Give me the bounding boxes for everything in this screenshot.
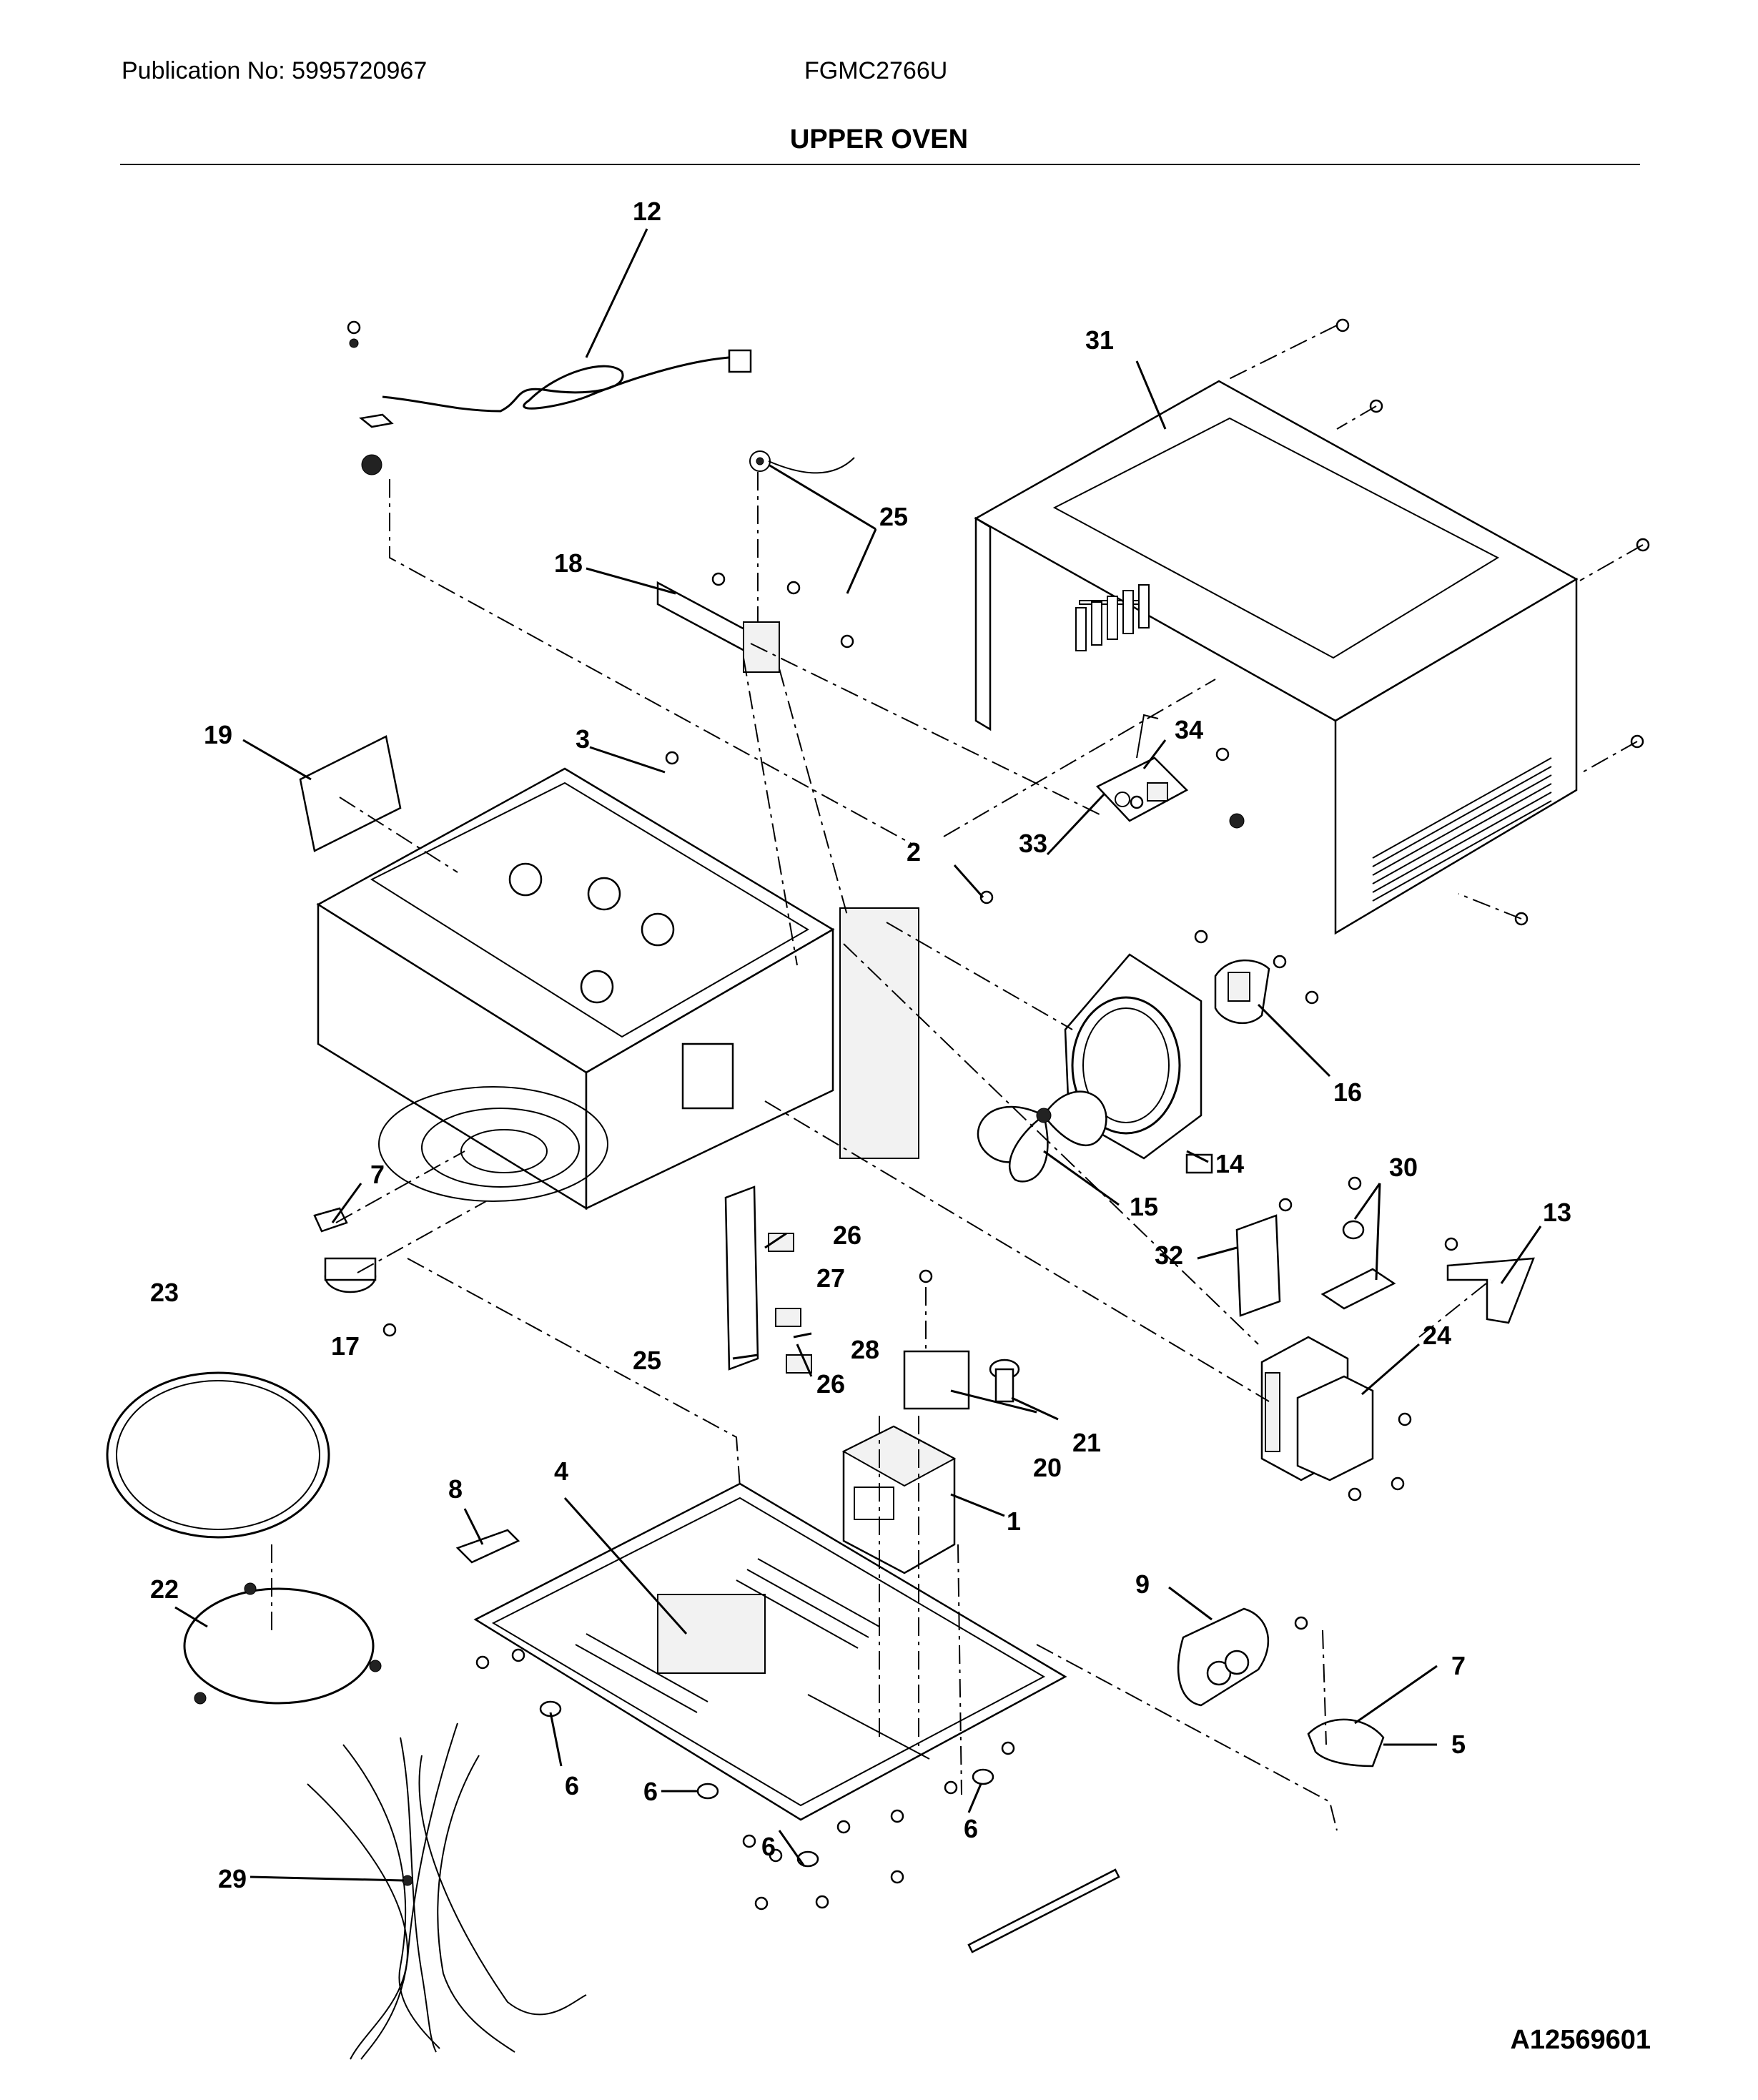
switch-bracket xyxy=(724,1185,812,1374)
callout-27: 27 xyxy=(816,1263,845,1293)
callout-34: 34 xyxy=(1175,715,1203,744)
screws xyxy=(382,318,1650,1911)
control-board xyxy=(1095,714,1245,829)
hv-capacitor xyxy=(1177,1607,1385,1768)
callout-26-lower: 26 xyxy=(816,1369,845,1399)
callout-6-a: 6 xyxy=(565,1771,579,1800)
callout-20: 21 xyxy=(1072,1428,1101,1457)
thermostat-bracket xyxy=(1320,1220,1396,1310)
cavity-hole xyxy=(641,912,675,947)
cabinet-side-vents xyxy=(1372,757,1552,902)
callout-4: 4 xyxy=(554,1456,568,1486)
callout-8: 8 xyxy=(448,1474,463,1504)
part-17-bracket xyxy=(656,450,855,673)
callout-5: 5 xyxy=(1451,1730,1466,1759)
callout-9: 9 xyxy=(1135,1569,1150,1599)
transformer xyxy=(841,1425,957,1574)
callout-15: 16 xyxy=(1333,1078,1362,1107)
callout-28: 28 xyxy=(851,1335,879,1364)
cavity-floor-ring xyxy=(378,1086,608,1202)
assembly-lines xyxy=(271,325,1644,1831)
base-slots xyxy=(575,1558,930,1760)
turntable-motor-mount xyxy=(681,1042,734,1110)
fan-motor xyxy=(1214,959,1270,1025)
callout-29: 29 xyxy=(218,1864,247,1893)
turntable-glass-tray xyxy=(106,1371,330,1539)
cavity-hole xyxy=(580,970,614,1004)
callout-25: 25 xyxy=(633,1346,661,1375)
turntable-motor xyxy=(324,1257,377,1293)
roller-guide xyxy=(183,1587,375,1705)
leader-lines xyxy=(174,228,1542,1882)
part-8-hinge xyxy=(455,1529,520,1564)
callout-6-c: 6 xyxy=(761,1832,776,1861)
publication-number: Publication No: 5995720967 xyxy=(122,57,428,84)
callout-33: 33 xyxy=(1019,829,1047,858)
callout-12: 13 xyxy=(1543,1198,1571,1227)
callout-11: 12 xyxy=(633,197,661,226)
part-18-cover xyxy=(299,735,402,852)
callout-17: 18 xyxy=(554,548,583,578)
callout-22: 23 xyxy=(150,1278,179,1307)
cabinet-back-vents xyxy=(1075,584,1150,651)
callout-2: 2 xyxy=(907,837,921,867)
hv-capacitor-assembly xyxy=(903,1350,1020,1410)
base-strip xyxy=(967,1868,1120,1953)
magnetron xyxy=(1260,1336,1374,1482)
callout-31: 31 xyxy=(1085,325,1114,355)
callout-23: 24 xyxy=(1423,1321,1451,1350)
callout-18: 19 xyxy=(204,720,232,749)
callout-30: 30 xyxy=(1389,1153,1418,1182)
callout-1: 1 xyxy=(1007,1507,1021,1536)
callout-7: 7 xyxy=(1451,1651,1466,1680)
cavity-hole xyxy=(508,862,543,897)
callout-13: 14 xyxy=(1215,1149,1244,1178)
callout-3: 3 xyxy=(576,724,590,754)
base-vent-grid xyxy=(657,1594,766,1674)
cavity-hole xyxy=(587,877,621,911)
callout-19: 20 xyxy=(1033,1453,1062,1482)
part-32-shield xyxy=(1235,1214,1281,1317)
wire-harness xyxy=(307,1722,587,2060)
capacitor-clamp xyxy=(1307,1718,1385,1768)
header-rule xyxy=(120,164,1640,165)
callout-21: 22 xyxy=(150,1574,179,1604)
callout-16: 17 xyxy=(331,1331,360,1361)
callout-26-upper: 26 xyxy=(833,1221,861,1250)
outer-cabinet xyxy=(974,380,1579,935)
base-plate xyxy=(473,1482,1067,1821)
power-plug xyxy=(728,349,752,373)
callout-24: 25 xyxy=(879,502,908,531)
part-12-duct xyxy=(1446,1257,1535,1324)
power-cord xyxy=(347,320,752,475)
oven-cavity xyxy=(316,767,919,1211)
callout-6-b: 6 xyxy=(643,1777,658,1806)
control-side-panel xyxy=(839,907,919,1159)
model-number: FGMC2766U xyxy=(804,57,948,84)
callout-32: 32 xyxy=(1155,1241,1183,1270)
fan-blade xyxy=(977,1090,1107,1183)
callout-6-d: 6 xyxy=(964,1814,978,1843)
section-title: UPPER OVEN xyxy=(789,124,969,154)
callout-14: 15 xyxy=(1130,1192,1158,1221)
diagram-code: A12569601 xyxy=(1510,2025,1651,2055)
callout-labels: 12 31 25 18 19 3 34 2 33 16 14 15 7 30 1… xyxy=(150,197,1571,1893)
callout-10: 7 xyxy=(370,1160,385,1189)
